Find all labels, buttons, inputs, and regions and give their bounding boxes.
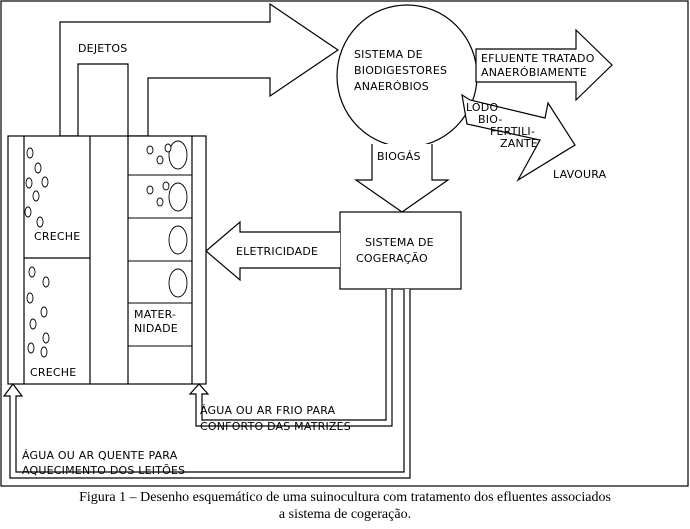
- biodigestor-label-2: BIODIGESTORES: [354, 64, 447, 77]
- agua-quente-pipe: [2, 289, 411, 479]
- outer-frame: [0, 0, 689, 487]
- biodigestor-label-3: ANAERÓBIOS: [354, 80, 429, 93]
- cogeracao-label-2: COGERAÇÃO: [356, 252, 428, 265]
- lodo-label-4: ZANTE: [500, 137, 538, 150]
- lodo-label-2: BIO-: [478, 113, 503, 126]
- creche-top-label: CRECHE: [34, 230, 80, 243]
- sows-maternidade-icon: [146, 140, 188, 298]
- cogeracao-box: [339, 211, 462, 290]
- barn-outline: [7, 135, 207, 385]
- lodo-label-1: LODO: [466, 101, 498, 114]
- maternidade-label-1: MATER-: [134, 308, 176, 321]
- cogeracao-label-1: SISTEMA DE: [365, 236, 434, 249]
- lodo-arrow: [461, 93, 576, 182]
- dejetos-label: DEJETOS: [78, 42, 127, 55]
- agua-quente-label-1: ÁGUA OU AR QUENTE PARA: [22, 449, 178, 462]
- figure-caption-line-2: a sistema de cogeração.: [278, 507, 412, 522]
- agua-frio-label-1: ÁGUA OU AR FRIO PARA: [200, 404, 336, 417]
- piglets-creche-bottom-icon: [26, 266, 50, 358]
- biodigestor-label-1: SISTEMA DE: [354, 48, 423, 61]
- piglets-creche-top-icon: [24, 147, 49, 228]
- lodo-label-3: FERTILI-: [490, 125, 535, 138]
- figure-caption-line-1: Figura 1 – Desenho esquemático de uma su…: [79, 490, 611, 505]
- creche-bottom-label: CRECHE: [30, 366, 76, 379]
- dejetos-arrow: [59, 2, 340, 137]
- agua-quente-label-2: AQUECIMENTO DOS LEITÕES: [22, 464, 185, 477]
- agua-frio-label-2: CONFORTO DAS MATRIZES: [200, 420, 351, 433]
- eletricidade-label: ELETRICIDADE: [236, 245, 318, 258]
- lavoura-label: LAVOURA: [553, 168, 607, 181]
- efluente-arrow: [475, 28, 613, 102]
- efluente-label-1: EFLUENTE TRATADO: [481, 52, 595, 65]
- maternidade-label-2: NIDADE: [134, 322, 178, 335]
- agua-frio-pipe: [188, 289, 393, 427]
- efluente-label-2: ANAERÓBIAMENTE: [481, 66, 587, 79]
- biogas-label: BIOGÁS: [377, 150, 421, 163]
